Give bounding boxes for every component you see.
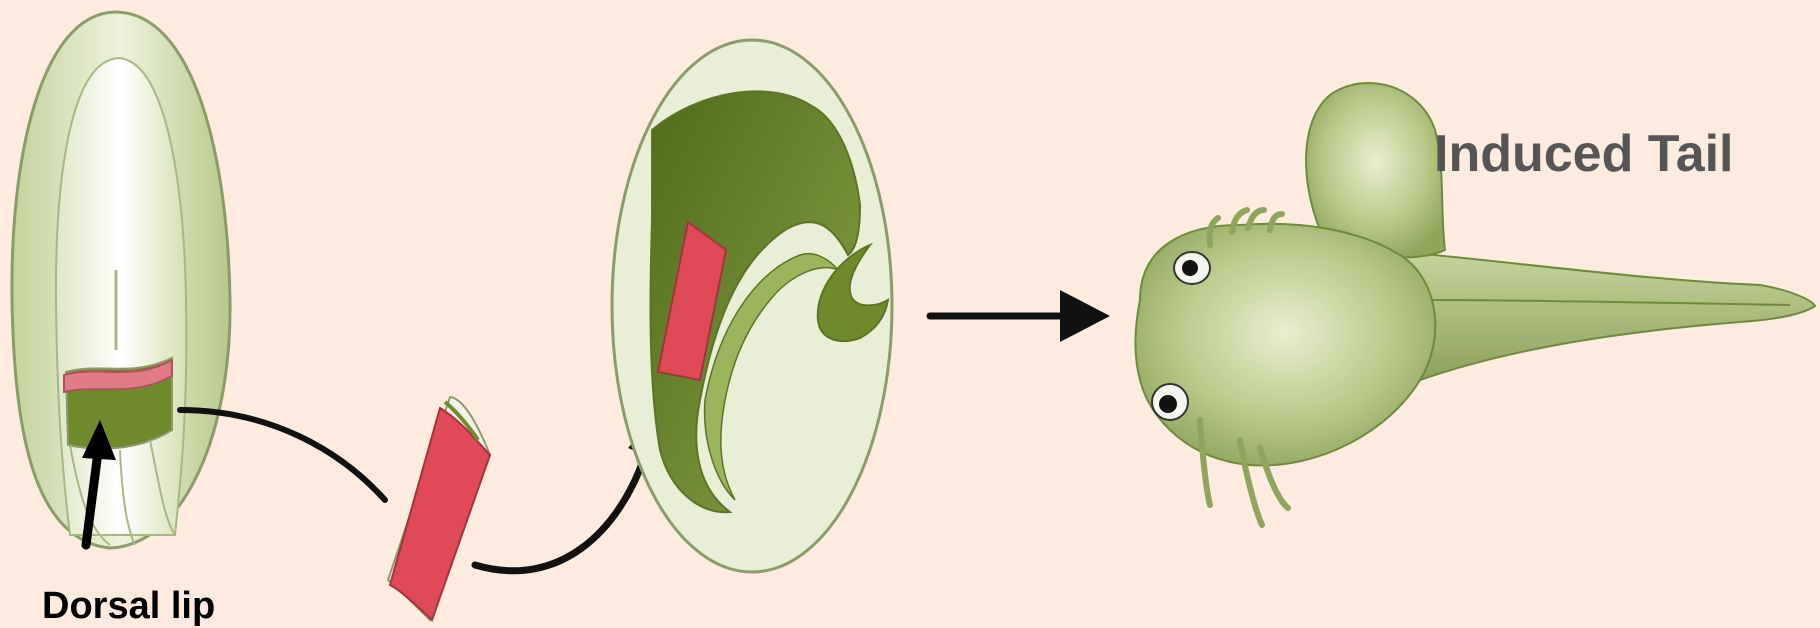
induced-tail-label: Induced Tail xyxy=(1434,124,1734,184)
dorsal-lip-label: Dorsal lip xyxy=(42,584,215,628)
tadpole-eye-lower xyxy=(1152,384,1188,420)
tadpole-eye-upper xyxy=(1174,252,1210,284)
excised-tissue xyxy=(388,397,490,620)
donor-embryo xyxy=(12,12,230,548)
tadpole-main-tail xyxy=(1380,250,1815,380)
right-arrow-icon xyxy=(930,290,1110,342)
host-embryo xyxy=(612,40,892,572)
